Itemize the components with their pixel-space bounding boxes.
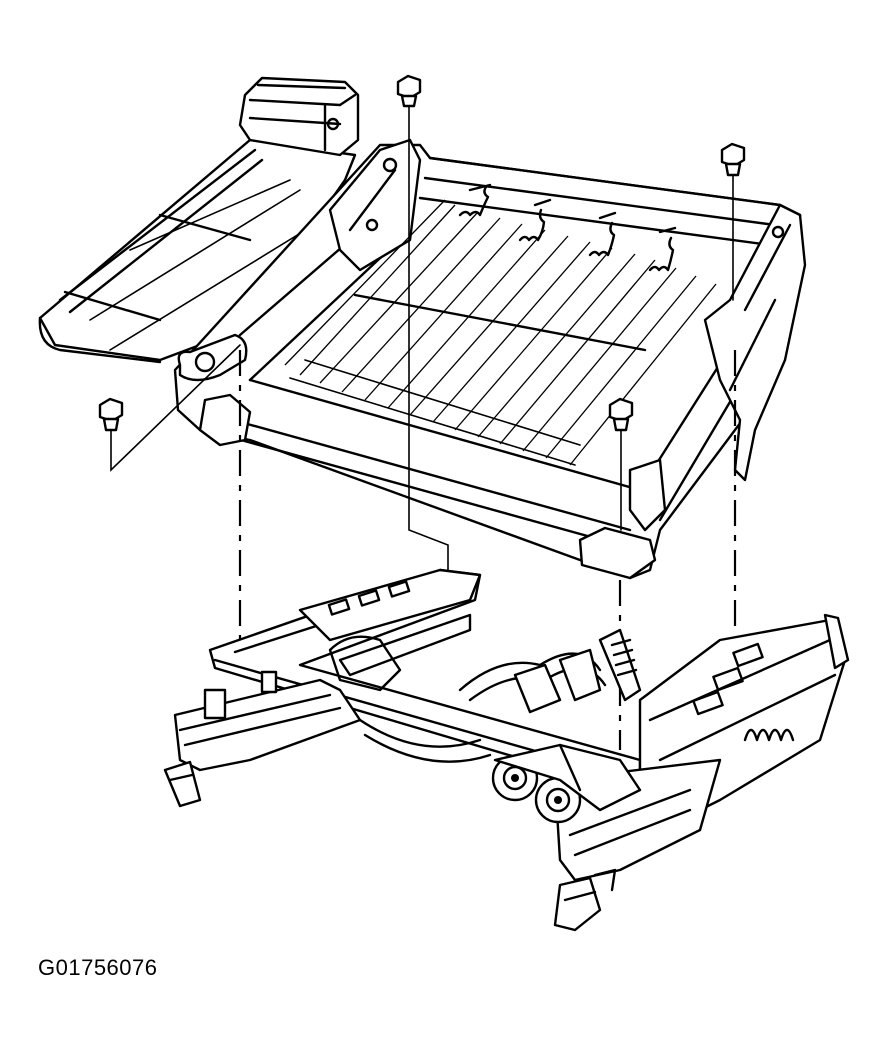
seat-cushion-frame — [38, 76, 807, 580]
bolt-rear-right — [720, 142, 746, 301]
adjuster-motor — [238, 76, 360, 157]
seat-adjuster-base — [163, 568, 850, 932]
bolt-front-right — [608, 397, 634, 531]
bolt-rear-left — [396, 74, 422, 241]
bolt-front-left — [98, 344, 241, 472]
front-corner-cap — [198, 393, 667, 580]
suspension-wires — [284, 199, 717, 466]
left-side-bracket — [177, 138, 422, 382]
right-side-bracket — [703, 203, 807, 482]
figure-id-label: G01756076 — [38, 955, 158, 980]
coil-springs — [458, 183, 677, 272]
